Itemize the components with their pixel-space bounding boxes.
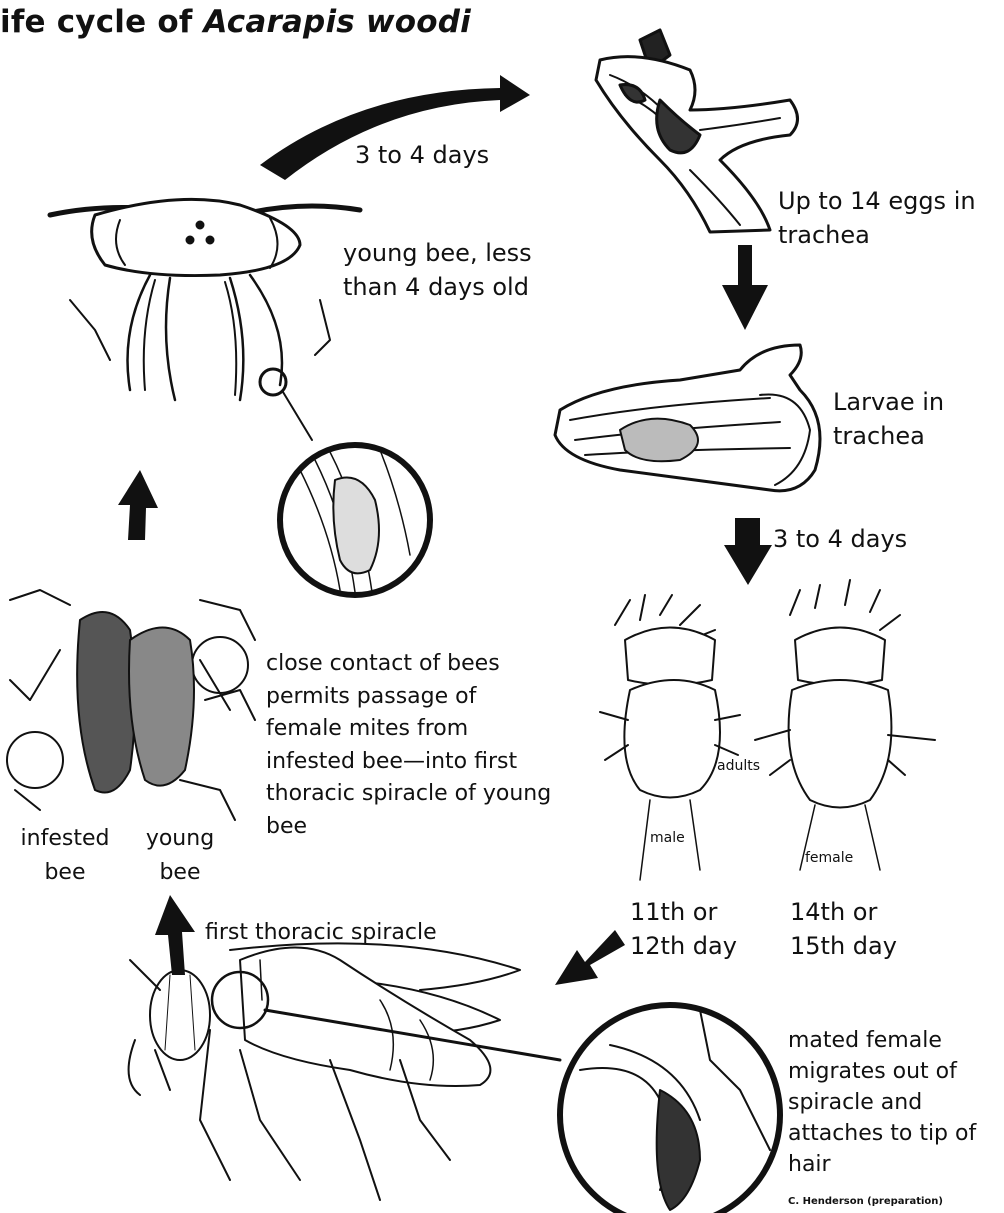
female-mite-drawing	[755, 580, 935, 870]
arrow-adults-to-bee	[555, 930, 625, 985]
arrow-comb-to-young-bee	[118, 470, 158, 540]
arrow-bee-to-comb	[155, 895, 195, 975]
label-male: male	[650, 830, 685, 846]
label-infested-bee: infested bee	[10, 822, 120, 890]
label-interval-right: 3 to 4 days	[773, 522, 907, 556]
bees-in-comb-drawing	[7, 590, 255, 820]
label-female: female	[805, 850, 853, 866]
diagram-title: ife cycle of Acarapis woodi	[0, 4, 471, 40]
arrow-larvae-to-adults	[724, 518, 772, 585]
label-male-day: 11th or 12th day	[630, 895, 760, 963]
label-contact: close contact of bees permits passage of…	[266, 648, 556, 843]
label-eggs: Up to 14 eggs in trachea	[778, 184, 998, 252]
magnified-spiracle-top-drawing	[280, 445, 430, 595]
credit-line: C. Henderson (preparation)	[788, 1196, 943, 1207]
label-female-day: 14th or 15th day	[790, 895, 920, 963]
label-young-bee: young bee	[130, 822, 230, 890]
trachea-eggs-drawing	[596, 30, 798, 232]
label-interval-top: 3 to 4 days	[355, 138, 489, 172]
magnified-spiracle-bottom-drawing	[560, 1005, 780, 1213]
label-adults: adults	[717, 758, 760, 774]
species-name: Acarapis woodi	[204, 4, 471, 40]
trachea-larvae-drawing	[555, 345, 820, 491]
label-spiracle: first thoracic spiracle	[205, 916, 437, 950]
label-larvae: Larvae in trachea	[833, 385, 983, 453]
label-migration: mated female migrates out of spiracle an…	[788, 1025, 998, 1180]
worker-bee-drawing	[129, 943, 560, 1200]
young-bee-head-drawing	[50, 199, 360, 440]
label-young-bee-old: young bee, less than 4 days old	[343, 236, 593, 304]
arrow-eggs-to-larvae	[722, 245, 768, 330]
